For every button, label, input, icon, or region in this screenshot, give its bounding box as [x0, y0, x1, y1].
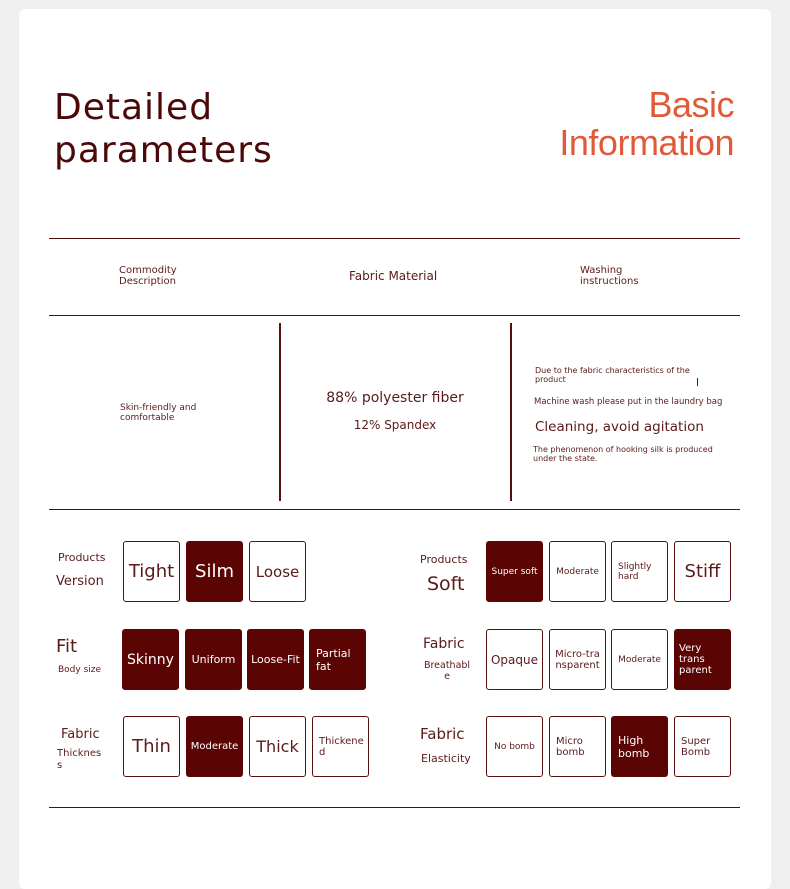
option-version-silm[interactable]: Silm: [186, 541, 243, 602]
washing-note-1: Due to the fabric characteristics of the…: [535, 366, 690, 384]
washing-note-1-line-2: product: [535, 375, 566, 384]
page-title-line-2: parameters: [54, 130, 273, 171]
fabric-material-value-2: 12% Spandex: [353, 418, 437, 432]
commodity-description-value: Skin-friendly and comfortable: [120, 403, 196, 423]
option-elasticity-no-bomb[interactable]: No bomb: [486, 716, 543, 777]
header-commodity-description: Commodity Description: [119, 265, 177, 287]
option-breathable-moderate[interactable]: Moderate: [611, 629, 668, 690]
label-thickness-line-2: s: [57, 760, 63, 771]
page-title: Detailed parameters: [54, 86, 273, 172]
option-soft-super-soft[interactable]: Super soft: [486, 541, 543, 602]
page-title-line-1: Detailed: [54, 87, 214, 128]
option-soft-stiff[interactable]: Stiff: [674, 541, 731, 602]
header-washing-line-2: instructions: [580, 276, 639, 287]
option-elasticity-micro-bomb[interactable]: Micro bomb: [549, 716, 606, 777]
column-divider-2: [510, 323, 512, 501]
washing-note-4-line-2: under the state.: [533, 454, 598, 463]
washing-note-4: The phenomenon of hooking silk is produc…: [533, 445, 713, 463]
label-fabric-breathable-1: Fabric: [423, 636, 465, 652]
option-elasticity-high-bomb[interactable]: High bomb: [611, 716, 668, 777]
label-fabric-elasticity-2: Elasticity: [421, 752, 471, 765]
section-subtitle-line-1: Basic: [648, 84, 734, 125]
header-commodity-line-1: Commodity: [119, 265, 177, 276]
option-fit-partial-fat[interactable]: Partial fat: [309, 629, 366, 690]
option-version-loose[interactable]: Loose: [249, 541, 306, 602]
option-breathable-opaque[interactable]: Opaque: [486, 629, 543, 690]
header-washing-line-1: Washing: [580, 265, 623, 276]
option-fit-skinny[interactable]: Skinny: [122, 629, 179, 690]
fabric-material-value-1: 88% polyester fiber: [326, 390, 464, 406]
commodity-value-line-1: Skin-friendly and: [120, 403, 197, 413]
divider-table-bottom: [49, 509, 740, 510]
label-breathable-line-1: Breathabl: [423, 660, 471, 671]
section-subtitle-line-2: Information: [559, 122, 734, 163]
option-breathable-very-transparent[interactable]: Very trans parent: [674, 629, 731, 690]
label-thickness-line-1: Thicknes: [57, 748, 102, 759]
washing-note-1-line-1: Due to the fabric characteristics of the: [535, 366, 690, 375]
option-thickness-moderate[interactable]: Moderate: [186, 716, 243, 777]
label-fabric-thickness-2: Thicknes s: [57, 748, 101, 772]
washing-note-4-line-1: The phenomenon of hooking silk is produc…: [533, 445, 713, 454]
washing-note-2: Machine wash please put in the laundry b…: [534, 397, 723, 407]
label-fabric-thickness-1: Fabric: [61, 727, 100, 742]
divider-top: [49, 238, 740, 239]
label-body-size: Body size: [58, 665, 102, 675]
option-breathable-micro-transparent[interactable]: Micro-tra nsparent: [549, 629, 606, 690]
column-divider-1: [279, 323, 281, 501]
option-elasticity-super-bomb[interactable]: Super Bomb: [674, 716, 731, 777]
option-soft-slightly-hard[interactable]: Slightly hard: [611, 541, 668, 602]
label-fabric-breathable-2: Breathabl e: [422, 660, 472, 682]
label-breathable-line-2: e: [444, 671, 450, 682]
label-products-version-1: Products: [58, 551, 106, 564]
option-thickness-thick[interactable]: Thick: [249, 716, 306, 777]
divider-bottom: [49, 807, 740, 808]
label-fabric-elasticity-1: Fabric: [420, 725, 465, 743]
option-fit-loose-fit[interactable]: Loose-Fit: [247, 629, 304, 690]
option-version-tight[interactable]: Tight: [123, 541, 180, 602]
commodity-value-line-2: comfortable: [120, 413, 175, 423]
option-soft-moderate[interactable]: Moderate: [549, 541, 606, 602]
label-products-version-2: Version: [56, 574, 104, 589]
option-thickness-thin[interactable]: Thin: [123, 716, 180, 777]
header-washing-instructions: Washing instructions: [580, 265, 639, 287]
text-cursor-mark: [697, 378, 698, 386]
label-fit: Fit: [56, 636, 78, 657]
option-fit-uniform[interactable]: Uniform: [185, 629, 242, 690]
option-thickness-thickened[interactable]: Thickene d: [312, 716, 369, 777]
label-products-soft-2: Soft: [427, 573, 465, 595]
label-products-soft-1: Products: [420, 553, 468, 566]
header-fabric-material: Fabric Material: [349, 269, 438, 283]
washing-note-3: Cleaning, avoid agitation: [535, 419, 704, 435]
section-subtitle: Basic Information: [559, 86, 734, 162]
divider-header: [49, 315, 740, 316]
header-commodity-line-2: Description: [119, 276, 176, 287]
